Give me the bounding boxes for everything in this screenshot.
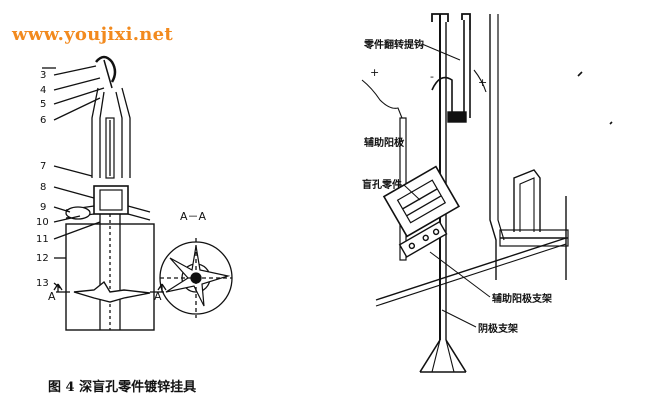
part-number: 12	[36, 253, 49, 264]
part-number: 6	[40, 115, 46, 126]
part-number: 9	[40, 202, 46, 213]
section-view-a-a	[159, 238, 233, 318]
left-fixture-drawing	[42, 55, 167, 331]
part-number: 3	[40, 70, 46, 81]
polarity-sign: +	[478, 76, 487, 89]
part-number: 11	[36, 234, 49, 245]
label-cathode-bracket: 阴极支架	[478, 322, 518, 335]
label-flip-hook: 零件翻转提钩	[363, 38, 424, 51]
part-number: 5	[40, 99, 46, 110]
site-watermark: www.youjixi.net	[12, 24, 174, 45]
part-number: 4	[40, 85, 46, 96]
label-aux-anode-bracket: 辅助阳极支架	[492, 292, 552, 305]
part-number: 7	[40, 161, 46, 172]
part-number: 10	[36, 217, 49, 228]
section-title: A－A	[180, 210, 207, 223]
part-number-labels: 3 4 5 6 7 8 9 10 11 12 13 A A A－A	[36, 70, 207, 303]
right-figure-labels: 零件翻转提钩 辅助阳极 盲孔零件 辅助阳极支架 阴极支架 + - +	[362, 38, 552, 335]
label-blind-part: 盲孔零件	[362, 178, 402, 191]
label-aux-anode: 辅助阳极	[364, 136, 405, 149]
polarity-sign: +	[370, 66, 379, 79]
section-mark: A	[154, 290, 162, 303]
part-number: 13	[36, 278, 49, 289]
right-rack-drawing	[361, 13, 613, 373]
section-mark: A	[48, 290, 56, 303]
figure-caption: 图 4 深盲孔零件镀锌挂具	[48, 380, 197, 395]
part-number: 8	[40, 182, 46, 193]
polarity-sign: -	[430, 70, 434, 83]
